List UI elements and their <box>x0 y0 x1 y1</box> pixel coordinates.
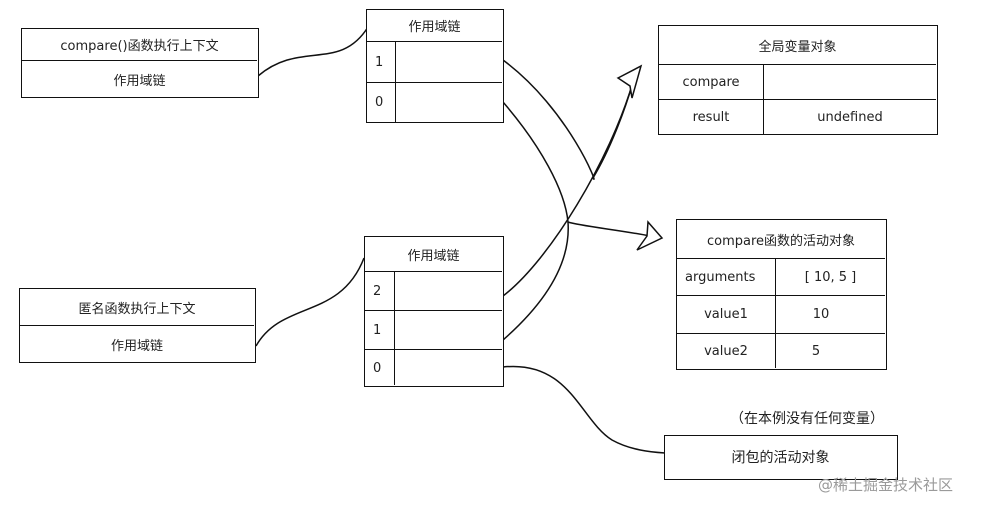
anon-scope-index-1: 1 <box>373 322 382 338</box>
divider <box>677 258 885 259</box>
compare-scope-index-0: 0 <box>375 95 384 110</box>
divider <box>775 258 776 368</box>
closure-ao-title: 闭包的活动对象 <box>731 450 830 466</box>
divider <box>367 82 502 83</box>
compare-context-scope-chain: 作用域链 <box>113 73 166 89</box>
anon-context-title: 匿名函数执行上下文 <box>78 301 196 317</box>
compare-context-title: compare()函数执行上下文 <box>60 39 219 54</box>
global-variable-object: 全局变量对象 compare result undefined <box>658 25 938 135</box>
anon-scope-index-2: 2 <box>373 283 382 299</box>
compare-ao-name-arguments: arguments <box>685 269 756 285</box>
arrowhead-global <box>616 64 643 99</box>
global-vo-name-compare: compare <box>682 74 740 90</box>
compare-scope-index-1: 1 <box>375 54 384 70</box>
compare-ao-value-value1: 10 <box>812 306 830 322</box>
divider <box>659 99 936 100</box>
divider <box>394 271 395 385</box>
compare-ao-value-arguments: [ 10, 5 ] <box>804 269 857 285</box>
divider <box>677 333 885 334</box>
divider <box>367 41 502 42</box>
divider <box>365 271 502 272</box>
connector-anon-scope1-to-ao <box>502 221 569 341</box>
compare-activation-object: compare函数的活动对象 arguments [ 10, 5 ] value… <box>676 219 887 370</box>
divider <box>22 60 257 61</box>
global-vo-name-result: result <box>692 109 730 125</box>
anon-scope-index-0: 0 <box>373 360 382 376</box>
compare-scope-header: 作用域链 <box>408 20 461 35</box>
arrowhead-ao <box>636 220 664 251</box>
global-vo-title: 全局变量对象 <box>758 39 837 55</box>
divider <box>20 325 254 326</box>
closure-activation-object: 闭包的活动对象 <box>664 435 898 480</box>
connector-compare-scope0-to-ao <box>502 101 651 237</box>
anon-execution-context: 匿名函数执行上下文 作用域链 <box>19 288 256 363</box>
connector-anon-scope2-to-global <box>502 81 634 297</box>
anon-context-scope-chain: 作用域链 <box>110 338 163 354</box>
connector-anon-scope0-to-closure <box>502 365 666 454</box>
compare-ao-title: compare函数的活动对象 <box>706 233 856 249</box>
compare-execution-context: compare()函数执行上下文 作用域链 <box>21 28 259 98</box>
divider <box>365 349 502 350</box>
connector-compare-scope1-to-global <box>502 59 634 180</box>
divider <box>677 295 885 296</box>
divider <box>395 41 396 123</box>
divider <box>659 64 936 65</box>
closure-note: （在本例没有任何变量） <box>730 411 884 427</box>
anon-scope-chain: 作用域链 2 1 0 <box>364 236 504 387</box>
compare-scope-chain: 作用域链 1 0 <box>366 9 504 123</box>
anon-scope-header: 作用域链 <box>407 248 460 264</box>
compare-ao-name-value2: value2 <box>704 343 748 359</box>
connector-compare-context-to-scope <box>257 26 369 77</box>
compare-ao-name-value1: value1 <box>704 306 748 322</box>
compare-ao-value-value2: 5 <box>811 343 821 359</box>
watermark: @稀土掘金技术社区 <box>818 476 954 494</box>
divider <box>365 310 502 311</box>
connector-anon-context-to-scope <box>255 257 365 347</box>
divider <box>763 64 764 134</box>
global-vo-value-compare <box>764 65 936 99</box>
global-vo-value-result: undefined <box>817 109 883 125</box>
